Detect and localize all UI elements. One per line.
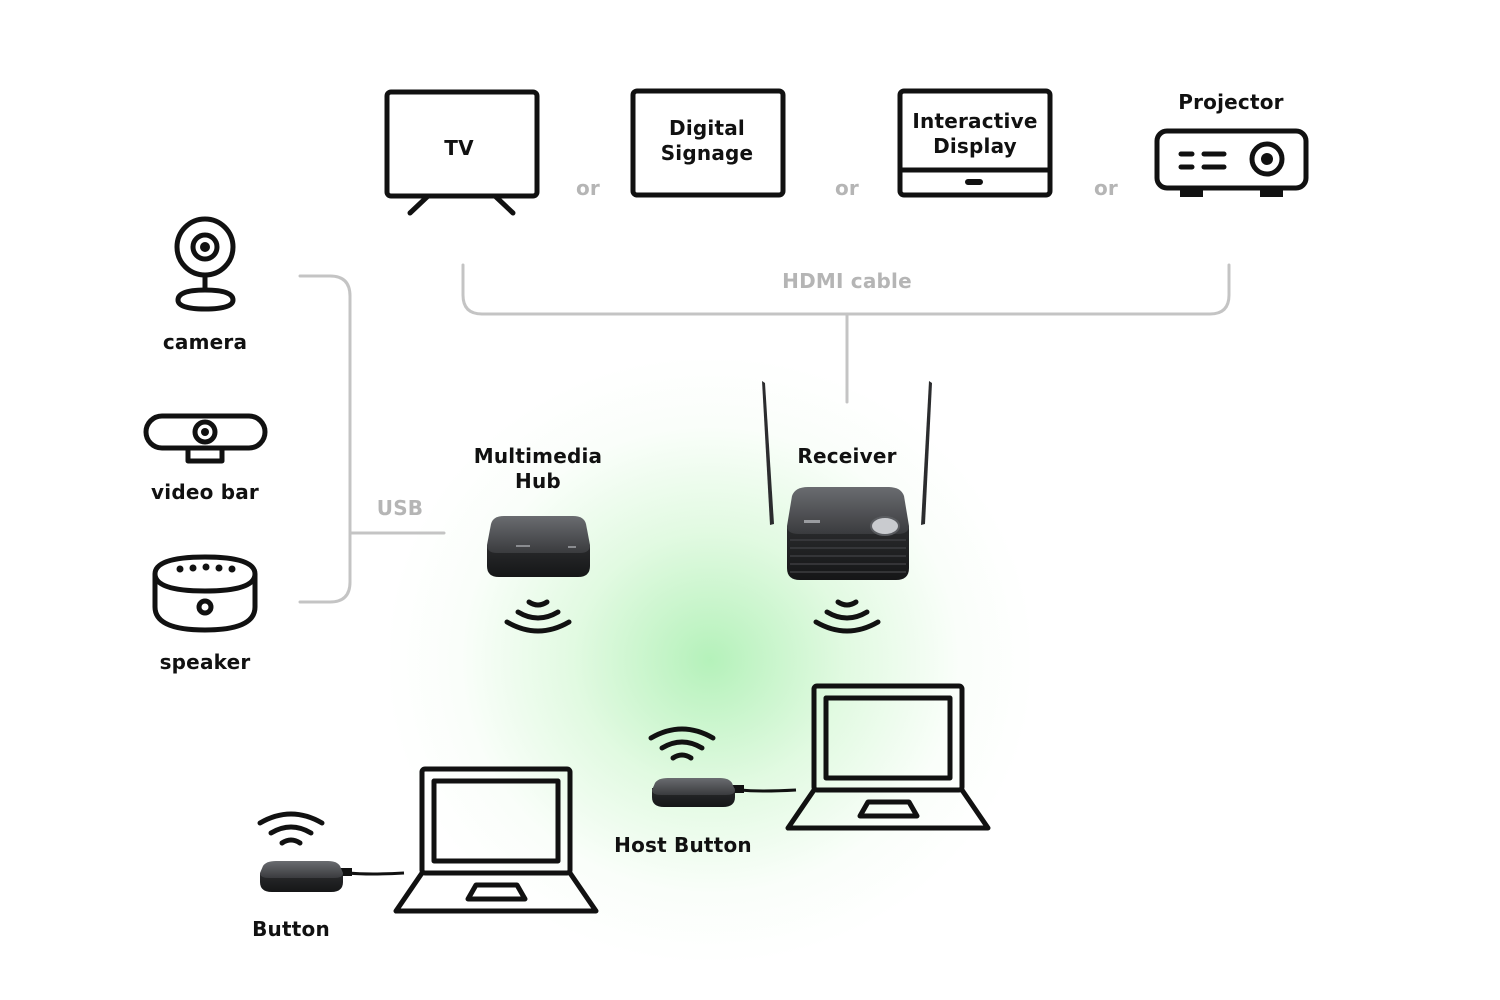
camera-icon [174,216,236,312]
wifi-icon [648,726,716,761]
speaker-label: speaker [159,650,251,674]
host-button-label: Host Button [614,833,752,857]
interactive-display-icon [897,88,1053,198]
host-button-device [652,778,797,807]
receiver-label: Receiver [797,444,897,468]
tv-icon [384,89,540,216]
wifi-icon [257,811,325,846]
digital-signage-label: Digital Signage [660,116,754,165]
wifi-icon [813,599,881,634]
laptop-icon [785,683,991,831]
projector-label: Projector [1178,90,1284,114]
receiver-device [762,381,932,580]
multimedia-hub-device [487,516,590,577]
video-bar-label: video bar [151,480,259,504]
speaker-icon [152,554,258,633]
or-label: or [1093,176,1119,200]
video-bar-icon [143,413,268,464]
digital-signage-icon [630,88,786,198]
tv-label: TV [444,136,474,160]
interactive-display-label: Interactive Display [912,109,1038,158]
or-label: or [834,176,860,200]
multimedia-hub-label: Multimedia Hub [473,444,603,493]
camera-label: camera [162,330,248,354]
button-label: Button [252,917,330,941]
usb-connector [298,274,446,604]
projector-icon [1154,128,1309,197]
hdmi-cable-label: HDMI cable [782,269,912,293]
wifi-icon [504,599,572,634]
hdmi-connector [461,263,1231,404]
button-device [260,861,405,892]
or-label: or [575,176,601,200]
usb-label: USB [376,496,424,520]
laptop-icon [393,766,599,914]
